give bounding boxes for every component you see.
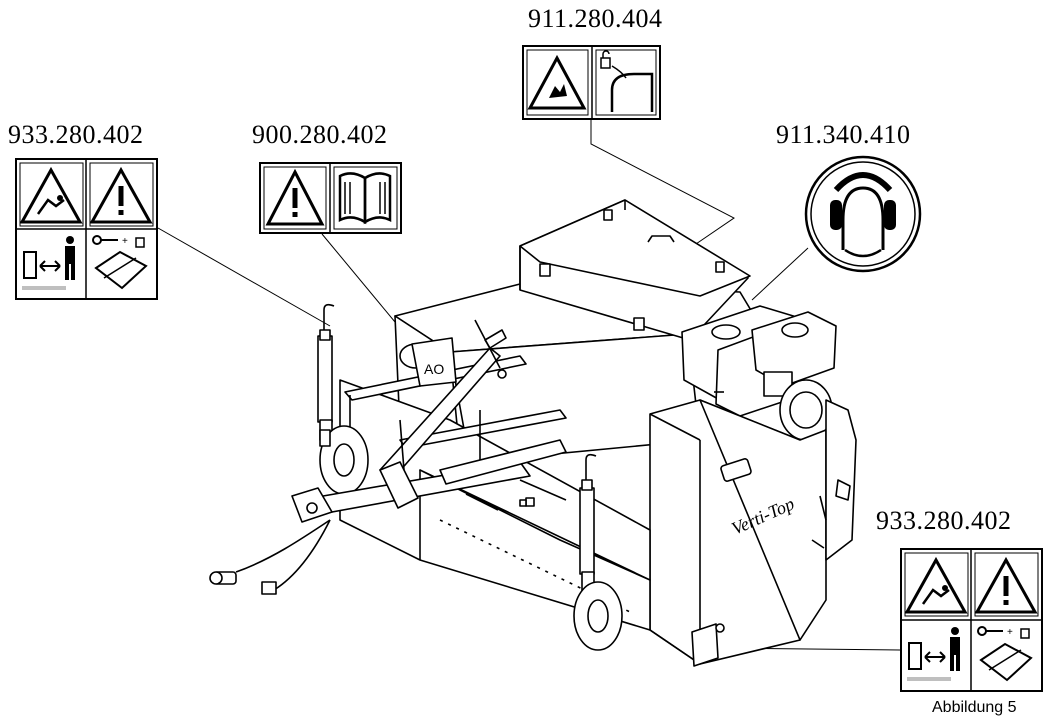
- keep-distance-icon: [22, 236, 75, 290]
- keep-distance-icon-2: [907, 627, 960, 681]
- label-933-280-402-right: 933.280.402: [876, 506, 1012, 535]
- svg-text:+: +: [122, 236, 128, 247]
- guard-lock-icon: [600, 50, 654, 112]
- figure-caption: Abbildung 5: [932, 699, 1017, 716]
- maintenance-key-icon-2: +: [977, 626, 1033, 682]
- svg-text:AO: AO: [424, 361, 444, 377]
- ear-protection-icon: [830, 172, 896, 258]
- maintenance-key-icon: +: [92, 235, 148, 290]
- sticker-933-280-402-right: +: [900, 548, 1043, 692]
- read-manual-icon: [338, 172, 392, 225]
- sticker-911-340-410: [804, 155, 922, 273]
- label-933-280-402-left: 933.280.402: [8, 120, 144, 149]
- label-911-340-410: 911.340.410: [776, 120, 911, 149]
- ejection-warning-icon: [19, 166, 83, 224]
- svg-text:+: +: [1007, 627, 1013, 638]
- verti-top-machine: AO: [209, 199, 857, 667]
- entanglement-warning-icon: [527, 54, 587, 110]
- sticker-933-280-402-left: +: [15, 158, 158, 300]
- general-warning-icon-2: [265, 168, 325, 226]
- sticker-900-280-402: [259, 162, 402, 234]
- general-warning-icon: [89, 166, 153, 224]
- label-911-280-404: 911.280.404: [528, 4, 663, 33]
- ejection-warning-icon-2: [904, 556, 968, 614]
- label-900-280-402: 900.280.402: [252, 120, 388, 149]
- general-warning-icon-3: [974, 556, 1038, 614]
- sticker-911-280-404: [522, 45, 661, 120]
